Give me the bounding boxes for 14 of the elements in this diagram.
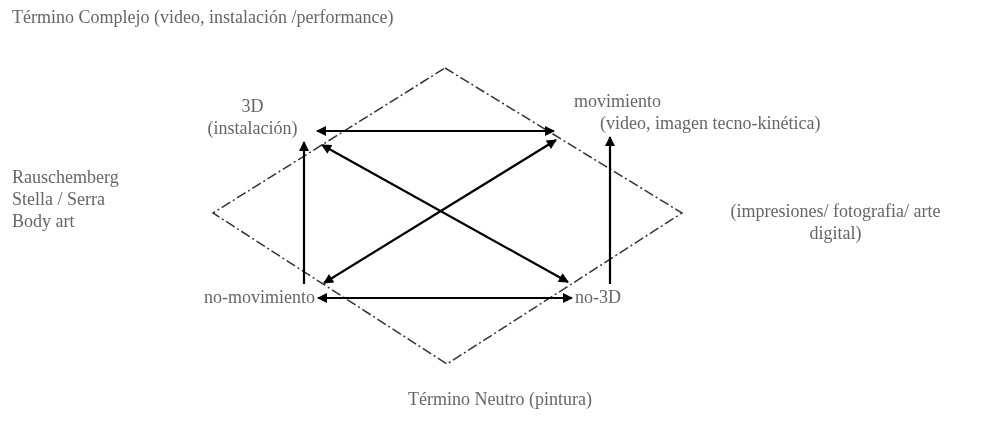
node-title: movimiento (573, 90, 661, 112)
node-label: no-3D (575, 286, 621, 308)
arrow (317, 293, 573, 303)
node-label: no-movimiento (204, 286, 315, 308)
side-note: Rauschemberg Stella / Serra Body art (12, 166, 120, 232)
node-subtitle: (instalación) (207, 117, 298, 139)
caption-text: Término Neutro (pintura) (407, 388, 593, 410)
arrow (316, 126, 555, 136)
node-title: 3D (241, 95, 264, 117)
title-text: Término Complejo (video, instalación /performance) (12, 6, 394, 28)
node-subtitle: (video, imagen tecno-kinética) (599, 112, 821, 134)
arrow (605, 136, 615, 284)
arrow (299, 141, 309, 284)
side-note: (impresiones/ fotografia/ arte digital) (729, 200, 942, 244)
